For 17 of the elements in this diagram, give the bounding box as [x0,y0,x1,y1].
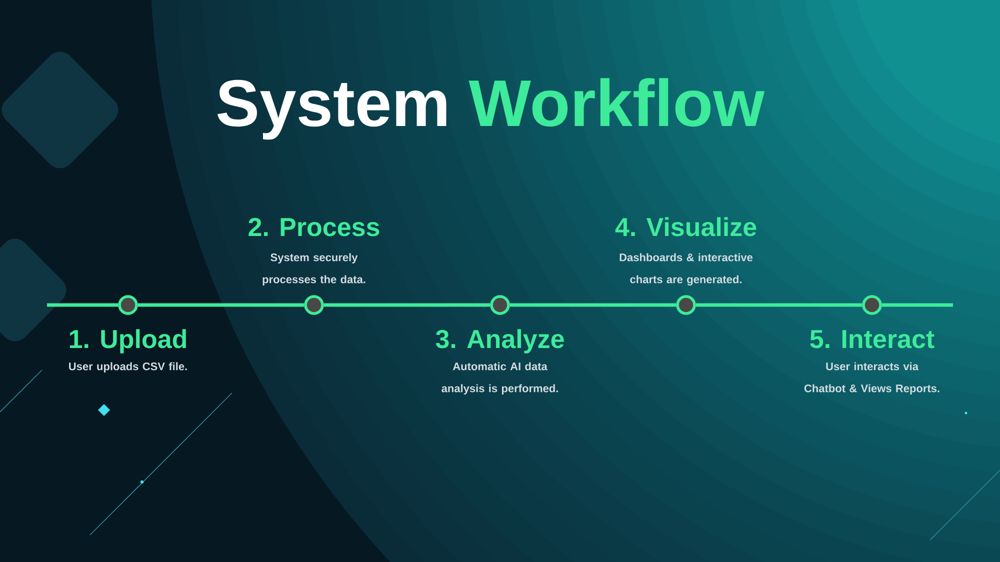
timeline-line [696,303,862,307]
step-heading: 3. Analyze [436,329,564,354]
step-description: User interacts via Chatbot & Views Reports. [804,362,940,394]
step-description: Dashboards & interactive charts are generated. [620,253,753,286]
timeline-line [138,303,304,307]
step-heading: 1. Upload [70,329,186,354]
step-description: User uploads CSV file. [69,362,187,372]
timeline-line [47,303,118,307]
timeline-line [510,303,676,307]
step-description: System securely processes the data. [262,253,366,286]
step-heading: 5. Interact [810,330,934,348]
timeline-line [882,303,954,307]
timeline-line [324,303,490,307]
title: System Workflow [217,78,765,140]
step-heading: 4. Visualize [615,217,756,236]
step-heading: 2. Process [248,218,380,236]
step-description: Automatic AI data analysis is performed. [442,362,558,394]
